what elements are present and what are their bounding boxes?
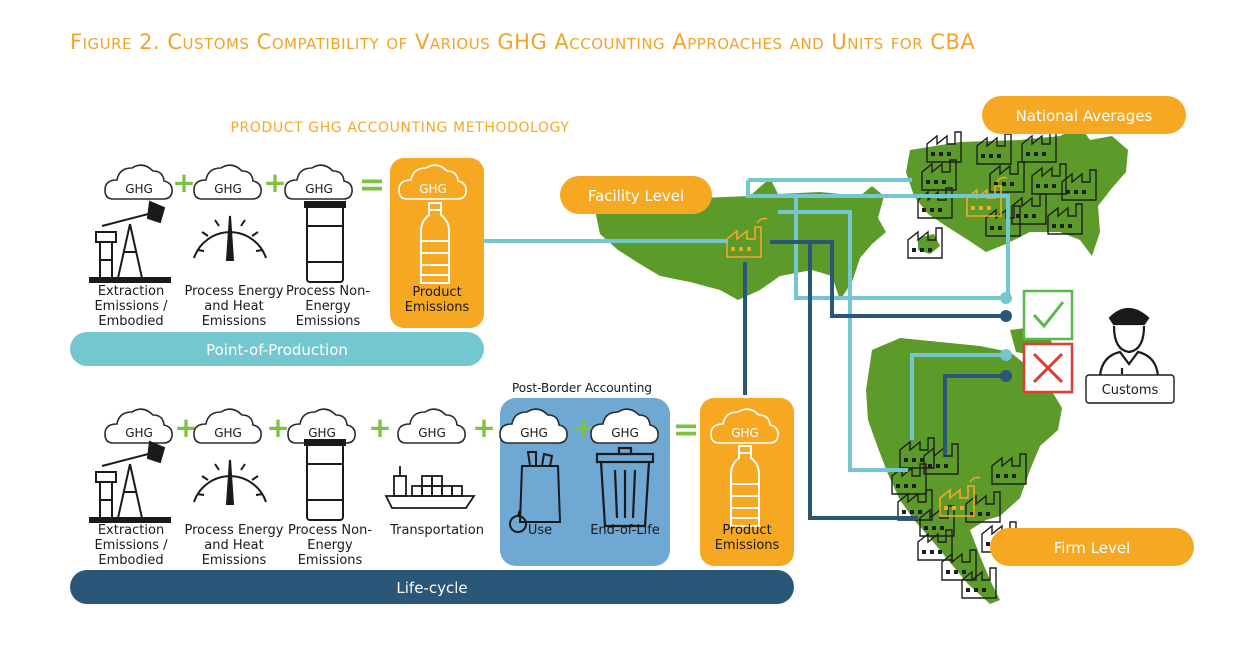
life-cycle-bar: Life-cycle	[70, 570, 794, 604]
firm-level-text: Firm Level	[1054, 539, 1131, 557]
ghg-label: GHG	[520, 426, 548, 440]
svg-text:End-of-Life: End-of-Life	[590, 523, 660, 538]
svg-text:Product: Product	[412, 285, 461, 300]
svg-text:and Heat: and Heat	[204, 538, 263, 553]
ghg-label: GHG	[214, 426, 242, 440]
svg-text:Embodied: Embodied	[98, 553, 163, 568]
svg-text:Emissions /: Emissions /	[94, 538, 168, 553]
x-mark-icon	[1032, 352, 1064, 384]
svg-text:Transportation: Transportation	[389, 523, 484, 538]
facility-level-label: Facility Level	[560, 176, 712, 214]
oil-pump-icon	[89, 201, 171, 283]
ghg-label: GHG	[125, 182, 153, 196]
rejected-box	[1022, 342, 1074, 394]
connector-endpoints	[1000, 292, 1012, 382]
lifecycle-item-label: Extraction Emissions / Embodied Process …	[94, 523, 484, 568]
pop-product-emissions-box: GHG Product Emissions	[390, 158, 484, 328]
svg-text:Use: Use	[528, 523, 552, 538]
point-of-production-label: Point-of-Production	[206, 341, 348, 359]
lifecycle-product-emissions-box: GHG Product Emissions	[700, 398, 794, 566]
cargo-ship-icon	[385, 465, 475, 509]
plus-sign: +	[472, 411, 495, 444]
svg-text:Emissions: Emissions	[298, 553, 363, 568]
firm-level-label: Firm Level	[990, 528, 1194, 566]
figure-title: Figure 2. Customs Compatibility of Vario…	[70, 30, 976, 54]
svg-text:Emissions /: Emissions /	[94, 299, 168, 314]
customs-label-box: Customs	[1085, 374, 1175, 404]
svg-text:Emissions: Emissions	[202, 553, 267, 568]
plus-sign: +	[172, 166, 195, 199]
ghg-label: GHG	[308, 426, 336, 440]
national-averages-label: National Averages	[982, 96, 1186, 134]
ghg-label: GHG	[731, 426, 759, 440]
barrel-icon	[304, 201, 346, 283]
svg-text:Product: Product	[722, 523, 771, 538]
ghg-label: GHG	[418, 426, 446, 440]
accepted-box	[1022, 289, 1074, 341]
plus-sign: +	[368, 411, 391, 444]
svg-text:Embodied: Embodied	[98, 314, 163, 329]
ghg-label: GHG	[214, 182, 242, 196]
svg-text:Emissions: Emissions	[202, 314, 267, 329]
blue-connectors	[743, 240, 1004, 520]
plus-sign: +	[263, 166, 286, 199]
customs-officer-icon	[1098, 307, 1160, 377]
svg-text:Emissions: Emissions	[715, 538, 780, 553]
svg-text:Emissions: Emissions	[296, 314, 361, 329]
svg-text:Energy: Energy	[305, 299, 351, 314]
svg-text:Process Non-: Process Non-	[288, 523, 372, 538]
svg-text:Process Energy: Process Energy	[185, 523, 284, 538]
pop-item-label: Extraction Emissions / Embodied Process …	[94, 284, 370, 329]
pop-row: GHG + GHG + GHG = Extraction Emissions /…	[70, 158, 484, 366]
svg-text:Energy: Energy	[307, 538, 353, 553]
plus-sign: +	[571, 411, 594, 444]
ghg-label: GHG	[611, 426, 639, 440]
lifecycle-row: GHG + GHG + GHG + GHG + Extraction Emiss…	[70, 381, 794, 604]
svg-text:Extraction: Extraction	[98, 284, 164, 299]
oil-pump-icon	[89, 441, 171, 523]
svg-text:Extraction: Extraction	[98, 523, 164, 538]
svg-text:Process Energy: Process Energy	[185, 284, 284, 299]
checkmark-icon	[1032, 301, 1065, 329]
equals-sign: =	[673, 410, 700, 448]
equals-sign: =	[359, 165, 386, 203]
ghg-label: GHG	[419, 182, 447, 196]
gauge-icon	[193, 459, 267, 505]
post-border-title: Post-Border Accounting	[512, 381, 652, 395]
plus-sign: +	[266, 411, 289, 444]
teal-connectors	[484, 178, 1010, 472]
life-cycle-label: Life-cycle	[396, 579, 467, 597]
svg-text:and Heat: and Heat	[204, 299, 263, 314]
firm-map-north-america	[866, 338, 1062, 604]
point-of-production-bar: Point-of-Production	[70, 332, 484, 366]
svg-text:Emissions: Emissions	[405, 300, 470, 315]
national-averages-text: National Averages	[1016, 107, 1153, 125]
facility-level-text: Facility Level	[588, 187, 684, 205]
gauge-icon	[193, 215, 267, 261]
post-border-box: GHG + GHG Use End-of-Life	[499, 398, 670, 566]
svg-text:Process Non-: Process Non-	[286, 284, 370, 299]
plus-sign: +	[174, 411, 197, 444]
ghg-label: GHG	[125, 426, 153, 440]
barrel-icon	[304, 439, 346, 521]
methodology-heading: PRODUCT GHG ACCOUNTING METHODOLOGY	[231, 120, 570, 136]
ghg-label: GHG	[305, 182, 333, 196]
customs-label: Customs	[1102, 383, 1159, 398]
